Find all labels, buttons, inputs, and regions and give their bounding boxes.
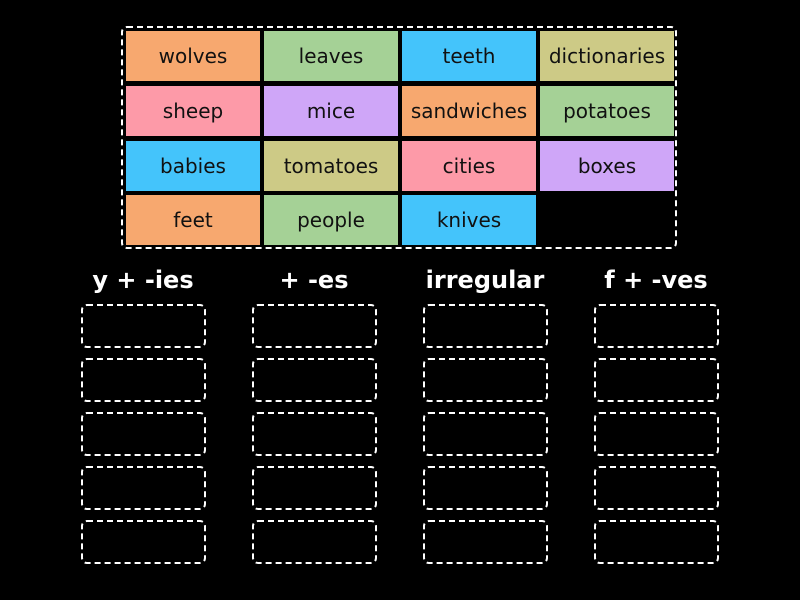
word-tile[interactable]: sheep xyxy=(126,86,260,136)
drop-slot[interactable] xyxy=(81,520,206,564)
group-heading: + -es xyxy=(279,266,349,294)
drop-slot[interactable] xyxy=(252,466,377,510)
word-tile[interactable]: cities xyxy=(402,141,536,191)
word-tile[interactable]: feet xyxy=(126,195,260,245)
drop-slot[interactable] xyxy=(423,358,548,402)
word-tile[interactable]: leaves xyxy=(264,31,398,81)
drop-slot[interactable] xyxy=(423,520,548,564)
drop-slot[interactable] xyxy=(423,412,548,456)
drop-slot[interactable] xyxy=(594,304,719,348)
word-tile[interactable]: dictionaries xyxy=(540,31,674,81)
drop-slot[interactable] xyxy=(252,520,377,564)
drop-slot[interactable] xyxy=(252,304,377,348)
drop-slot[interactable] xyxy=(594,520,719,564)
word-tile[interactable]: mice xyxy=(264,86,398,136)
word-tile[interactable]: people xyxy=(264,195,398,245)
drop-slot[interactable] xyxy=(81,304,206,348)
drop-slot[interactable] xyxy=(423,466,548,510)
group-heading: irregular xyxy=(425,266,545,294)
drop-slot[interactable] xyxy=(81,412,206,456)
drop-slot[interactable] xyxy=(594,358,719,402)
drop-slot[interactable] xyxy=(423,304,548,348)
drop-slot[interactable] xyxy=(252,358,377,402)
drop-slot[interactable] xyxy=(252,412,377,456)
group-heading: y + -ies xyxy=(92,266,194,294)
word-tile[interactable]: tomatoes xyxy=(264,141,398,191)
word-tile[interactable]: wolves xyxy=(126,31,260,81)
word-tile[interactable]: boxes xyxy=(540,141,674,191)
drop-slot[interactable] xyxy=(81,358,206,402)
word-bank xyxy=(121,26,677,249)
group-heading: f + -ves xyxy=(604,266,708,294)
drop-slot[interactable] xyxy=(594,412,719,456)
word-tile[interactable]: sandwiches xyxy=(402,86,536,136)
word-tile[interactable]: teeth xyxy=(402,31,536,81)
drop-slot[interactable] xyxy=(594,466,719,510)
word-tile[interactable]: potatoes xyxy=(540,86,674,136)
word-tile[interactable]: babies xyxy=(126,141,260,191)
drop-slot[interactable] xyxy=(81,466,206,510)
word-tile[interactable]: knives xyxy=(402,195,536,245)
